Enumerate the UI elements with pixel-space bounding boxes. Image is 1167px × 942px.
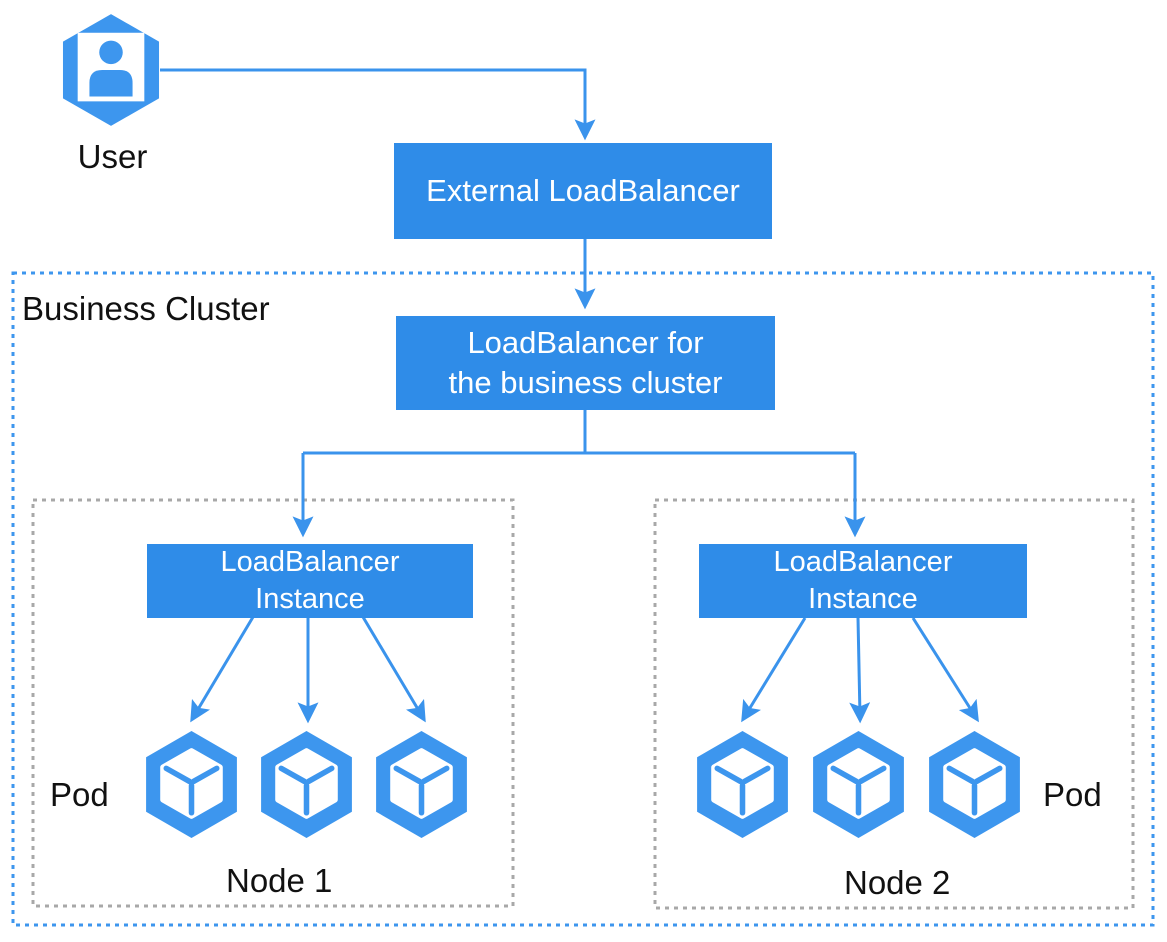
pod-icon	[256, 729, 357, 840]
user-label: User	[77, 138, 148, 175]
node-1-pod-label: Pod	[50, 776, 109, 813]
user-icon	[62, 14, 160, 126]
cluster-loadbalancer-box: LoadBalancer for the business cluster	[396, 316, 775, 410]
edge-instance1-pod3	[361, 616, 426, 723]
edge-instance1-pod1	[190, 616, 255, 723]
loadbalancer-instance-box-2: LoadBalancer Instance	[699, 544, 1027, 618]
pod-icon	[924, 729, 1025, 840]
cluster-loadbalancer-label-line1: LoadBalancer for	[467, 325, 704, 361]
edge-instance2-pod1	[741, 617, 807, 723]
pod-icon	[692, 729, 793, 840]
node-2-name: Node 2	[844, 864, 951, 901]
instance-1-label-line2: Instance	[255, 583, 365, 615]
pod-icon	[141, 729, 242, 840]
business-cluster-label: Business Cluster	[22, 290, 270, 327]
edge-instance2-pod3	[911, 617, 979, 723]
edge-instance2-pod2	[849, 617, 871, 724]
node-1-pods-row	[141, 729, 472, 840]
external-loadbalancer-label: External LoadBalancer	[426, 173, 740, 209]
node-2-pod-label: Pod	[1043, 776, 1102, 813]
pod-icon	[808, 729, 909, 840]
pod-icon	[371, 729, 472, 840]
instance-1-label-line1: LoadBalancer	[220, 545, 400, 578]
external-loadbalancer-box: External LoadBalancer	[394, 143, 772, 239]
loadbalancer-instance-box-1: LoadBalancer Instance	[147, 544, 473, 618]
node-1-name: Node 1	[226, 862, 333, 899]
edge-user-to-external-lb	[160, 68, 596, 141]
instance-2-label-line1: LoadBalancer	[773, 545, 953, 578]
cluster-loadbalancer-label-line2: the business cluster	[448, 365, 723, 400]
node-2-pods-row	[692, 729, 1025, 840]
instance-2-label-line2: Instance	[808, 583, 918, 615]
